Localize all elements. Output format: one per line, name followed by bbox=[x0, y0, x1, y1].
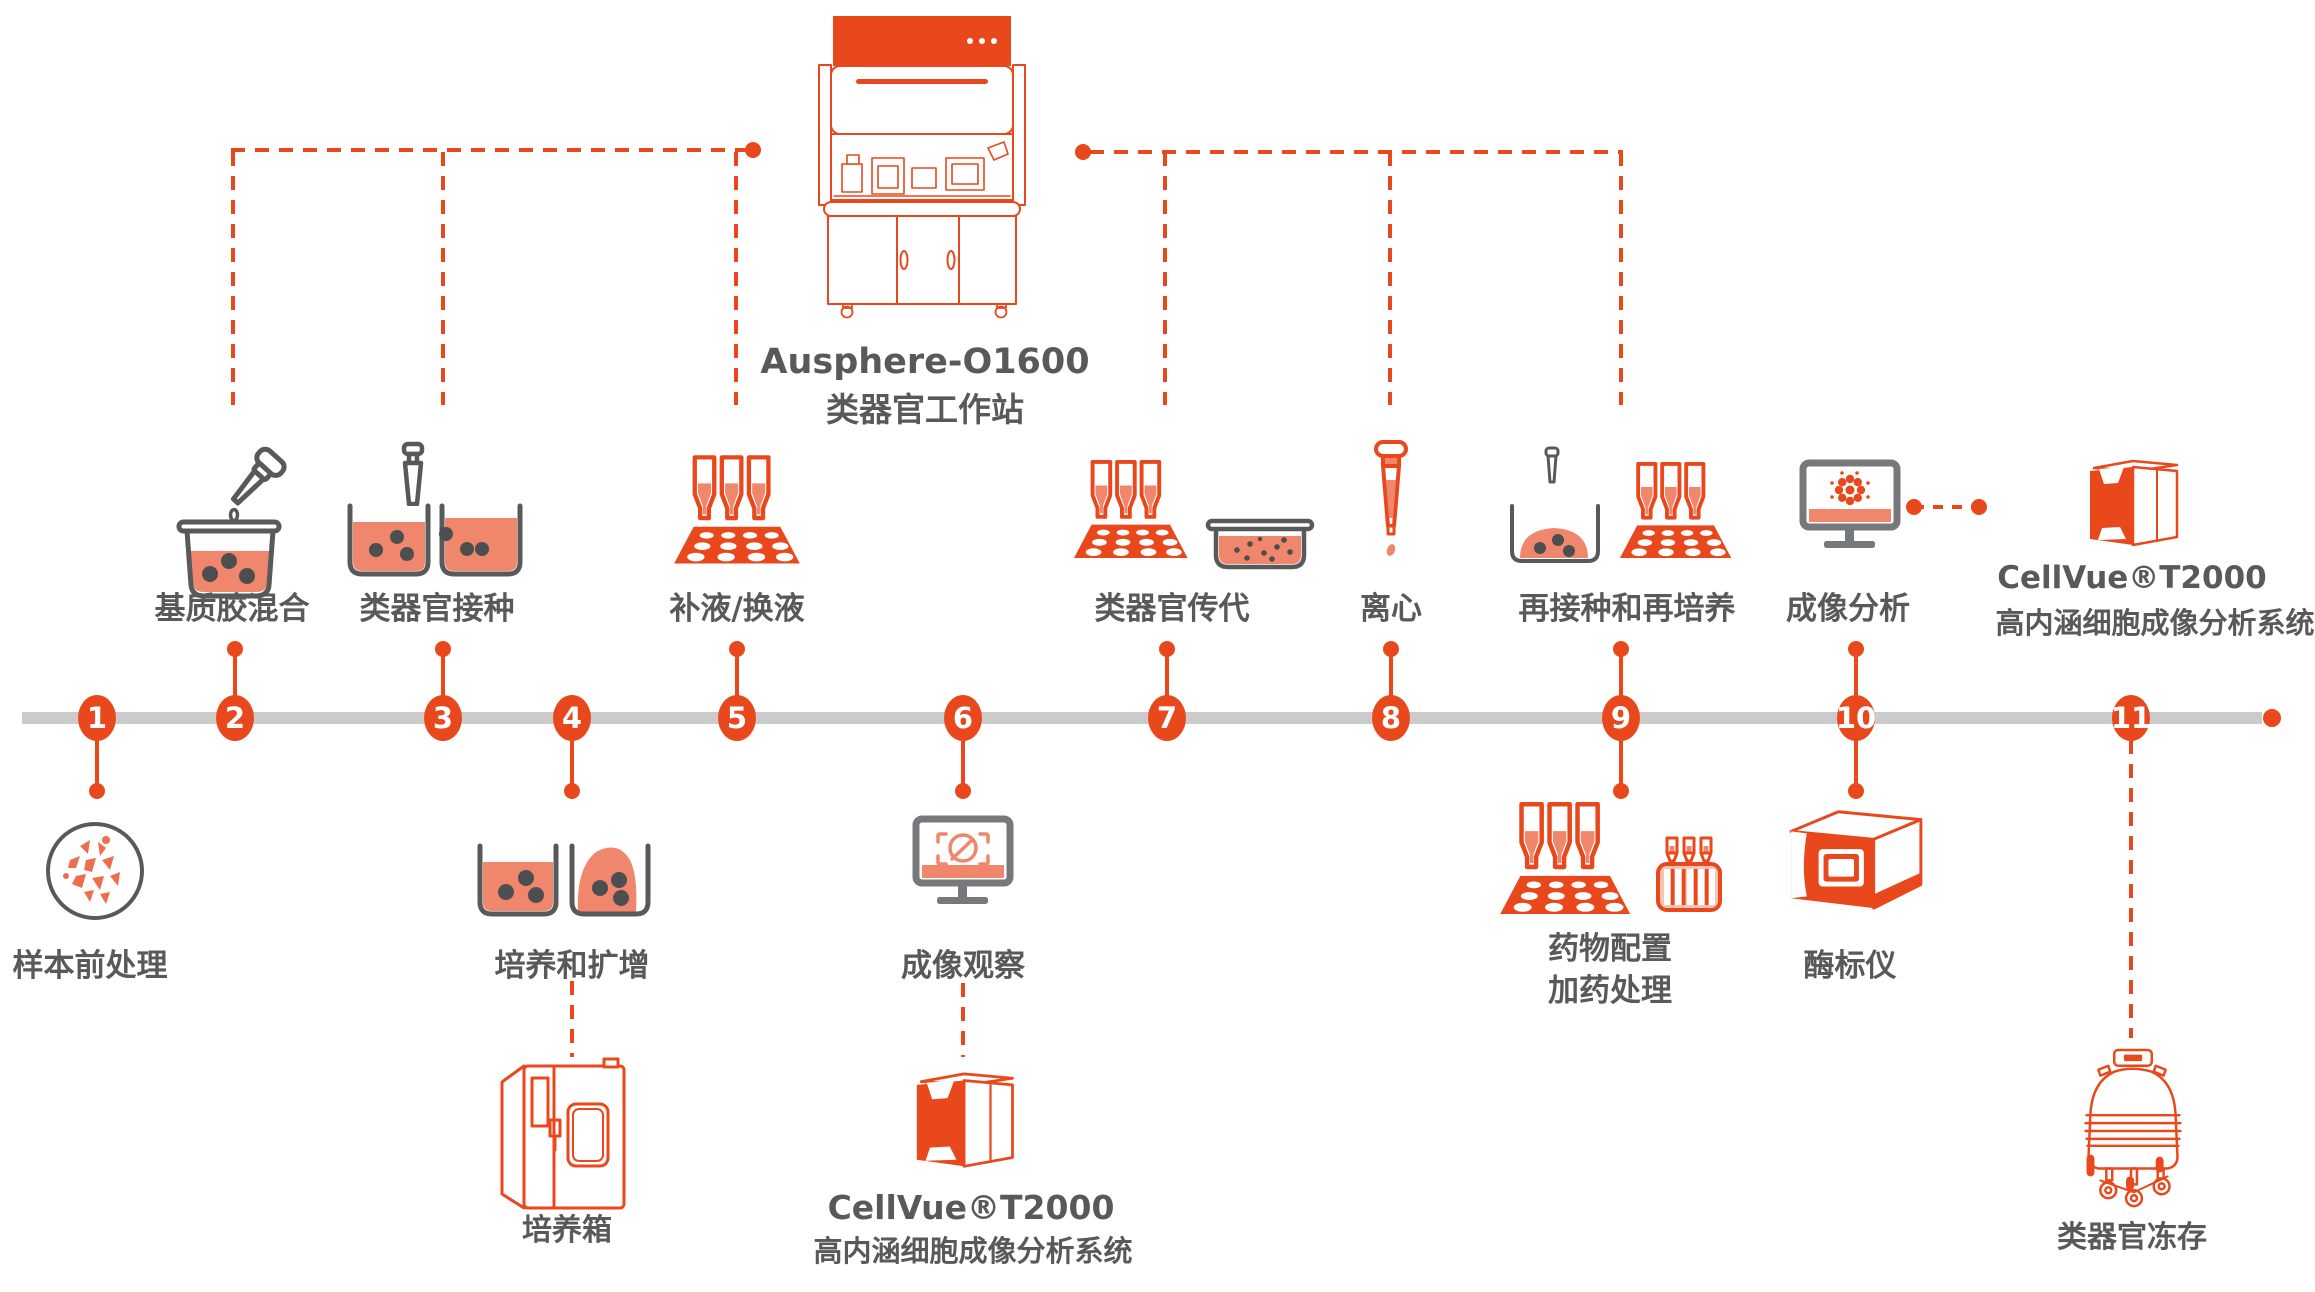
step2-label: 基质胶混合 bbox=[154, 591, 310, 627]
stem-dot-up-2 bbox=[227, 641, 243, 657]
step-circle-5: 5 bbox=[718, 695, 756, 741]
stem-down-4 bbox=[570, 737, 574, 787]
drug-prep-icon bbox=[1492, 800, 1722, 932]
dashed-drop-step2 bbox=[231, 152, 235, 405]
link-dot-right bbox=[1971, 499, 1987, 515]
step-circle-1: 1 bbox=[78, 695, 116, 741]
workstation-illustration bbox=[818, 16, 1026, 319]
dashed-step4-incubator bbox=[570, 981, 574, 1057]
step-circle-10: 10 bbox=[1836, 695, 1876, 741]
step-circle-2: 2 bbox=[216, 695, 254, 741]
step-circle-6: 6 bbox=[944, 695, 982, 741]
step10-label: 成像分析 bbox=[1786, 591, 1910, 627]
stem-dot-down-4 bbox=[564, 783, 580, 799]
stem-up-8 bbox=[1389, 649, 1393, 699]
step-circle-7: 7 bbox=[1148, 695, 1186, 741]
cellvue-bottom-desc: 高内涵细胞成像分析系统 bbox=[813, 1234, 1133, 1268]
step1-label: 样本前处理 bbox=[12, 948, 168, 984]
dashed-drop-step8 bbox=[1388, 152, 1392, 405]
cellvue-top-desc: 高内涵细胞成像分析系统 bbox=[1995, 606, 2315, 640]
stem-dot-up-7 bbox=[1159, 641, 1175, 657]
stem-down-9 bbox=[1619, 737, 1623, 787]
stem-dot-down-1 bbox=[89, 783, 105, 799]
step5-label: 补液/换液 bbox=[669, 591, 805, 627]
drug-prep-label-line1: 药物配置 bbox=[1548, 931, 1672, 967]
dashed-drop-step7 bbox=[1163, 152, 1167, 405]
culture-expansion-icon bbox=[477, 843, 651, 917]
dashed-stem-down-11 bbox=[2129, 740, 2133, 1038]
step-circle-11: 11 bbox=[2111, 695, 2151, 741]
sample-prep-icon bbox=[46, 822, 144, 920]
incubator-label: 培养箱 bbox=[522, 1213, 612, 1248]
centrifuge-dropper-icon bbox=[1374, 440, 1408, 556]
cellvue-bottom-name: CellVue®T2000 bbox=[827, 1188, 1115, 1227]
plate-reader-icon bbox=[1789, 810, 1923, 910]
matrigel-mix-icon bbox=[176, 446, 287, 599]
cellvue-top-name: CellVue®T2000 bbox=[1997, 560, 2267, 596]
stem-down-6 bbox=[961, 737, 965, 787]
step-circle-8: 8 bbox=[1372, 695, 1410, 741]
stem-up-5 bbox=[735, 649, 739, 699]
stem-up-7 bbox=[1165, 649, 1169, 699]
connector-dot-right bbox=[1075, 144, 1091, 160]
incubator-icon bbox=[500, 1057, 626, 1210]
stem-dot-up-9 bbox=[1613, 641, 1629, 657]
cellvue-instrument-icon-top bbox=[2088, 459, 2179, 547]
stem-up-10 bbox=[1854, 649, 1858, 699]
imaging-analysis-monitor-icon bbox=[1795, 460, 1905, 560]
dashed-drop-step9 bbox=[1619, 152, 1623, 405]
drug-prep-label-line2: 加药处理 bbox=[1548, 973, 1672, 1009]
stem-up-9 bbox=[1619, 649, 1623, 699]
step-circle-9: 9 bbox=[1602, 695, 1640, 741]
step6-label: 成像观察 bbox=[901, 948, 1025, 984]
stem-dot-up-5 bbox=[729, 641, 745, 657]
step11-label: 类器官冻存 bbox=[2057, 1220, 2207, 1255]
dashed-connector-right bbox=[1090, 150, 1623, 154]
dashed-drop-step5 bbox=[734, 152, 738, 405]
step-circle-3: 3 bbox=[424, 695, 462, 741]
stem-dot-up-10 bbox=[1848, 641, 1864, 657]
stem-dot-down-10 bbox=[1848, 783, 1864, 799]
connector-dot-left bbox=[745, 142, 761, 158]
step3-label: 类器官接种 bbox=[359, 591, 515, 627]
cryo-dewar-icon bbox=[2084, 1048, 2182, 1208]
step-circle-4: 4 bbox=[553, 695, 591, 741]
stem-dot-up-3 bbox=[435, 641, 451, 657]
passaging-icon bbox=[1071, 459, 1315, 570]
cellvue-instrument-icon-bottom bbox=[915, 1072, 1014, 1168]
dashed-connector-left bbox=[231, 148, 745, 152]
dashed-drop-step3 bbox=[441, 152, 445, 405]
media-change-icon bbox=[672, 455, 802, 567]
stem-dot-up-8 bbox=[1383, 641, 1399, 657]
workstation-model: Ausphere-O1600 bbox=[760, 342, 1090, 382]
imaging-observe-monitor-icon bbox=[908, 816, 1018, 916]
timeline-end-dot bbox=[2263, 709, 2281, 727]
step9-label: 再接种和再培养 bbox=[1518, 591, 1736, 627]
stem-down-1 bbox=[95, 737, 99, 787]
stem-dot-down-9 bbox=[1613, 783, 1629, 799]
step8-label: 离心 bbox=[1360, 591, 1422, 627]
organoid-seeding-icon bbox=[347, 441, 523, 577]
stem-up-2 bbox=[233, 649, 237, 699]
dashed-link-analysis-cellvue bbox=[1914, 505, 1979, 509]
stem-dot-down-6 bbox=[955, 783, 971, 799]
timeline-rail bbox=[22, 712, 2262, 724]
step4-label: 培养和扩增 bbox=[494, 948, 650, 984]
dashed-step6-cellvue bbox=[961, 983, 965, 1057]
step7-label: 类器官传代 bbox=[1094, 591, 1250, 627]
plate-reader-label: 酶标仪 bbox=[1803, 948, 1897, 984]
reseeding-icon bbox=[1510, 446, 1734, 563]
workstation-name: 类器官工作站 bbox=[826, 390, 1024, 429]
stem-down-10 bbox=[1854, 737, 1858, 787]
stem-up-3 bbox=[441, 649, 445, 699]
